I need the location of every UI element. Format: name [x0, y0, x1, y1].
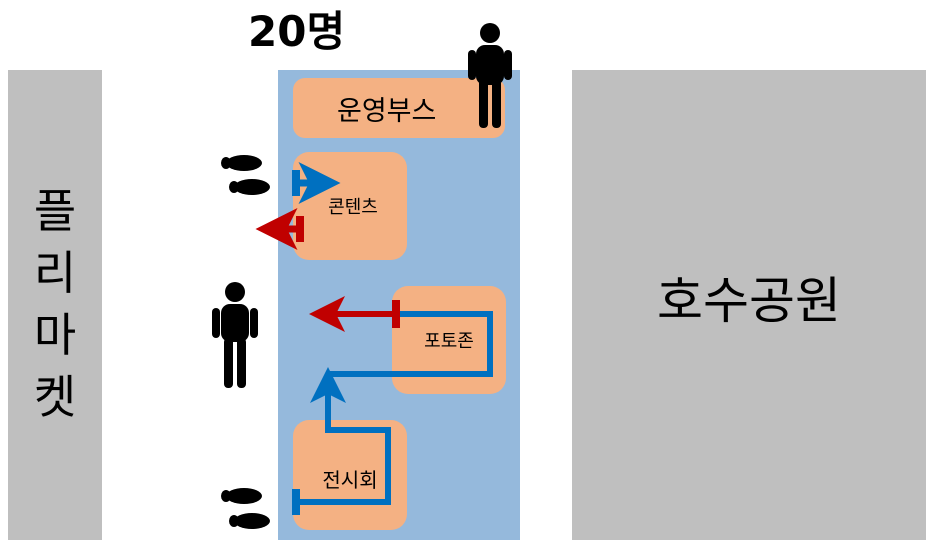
photozone-booth-label: 포토존	[424, 331, 474, 352]
flea-market-char: 리	[33, 246, 77, 300]
contents-entry-arrow	[292, 162, 341, 204]
flea-market-char: 켓	[33, 370, 77, 424]
footprints-icon	[221, 488, 270, 529]
photozone-exit-arrow	[309, 296, 400, 332]
operation-booth-label: 운영부스	[337, 95, 437, 127]
contents-exit-arrow	[255, 208, 304, 250]
operation-booth: 운영부스	[293, 78, 505, 138]
photozone-loop-path	[330, 311, 493, 377]
flea-market-char: 마	[33, 308, 77, 362]
lake-park-label: 호수공원	[657, 272, 841, 330]
staff-person-icon	[468, 23, 512, 128]
visitor-flow-path	[292, 367, 391, 515]
flea-market-char: 플	[33, 184, 77, 238]
flea-market-area: 플 리 마 켓	[8, 70, 102, 540]
flea-market-label: 플 리 마 켓	[8, 180, 102, 428]
contents-booth-label: 콘텐츠	[328, 197, 378, 218]
visitor-person-icon	[212, 282, 258, 388]
exhibition-booth-label: 전시회	[322, 467, 378, 492]
lake-park-area: 호수공원	[572, 70, 926, 540]
footprints-icon	[221, 155, 270, 195]
visitor-count: 20명	[248, 7, 346, 56]
